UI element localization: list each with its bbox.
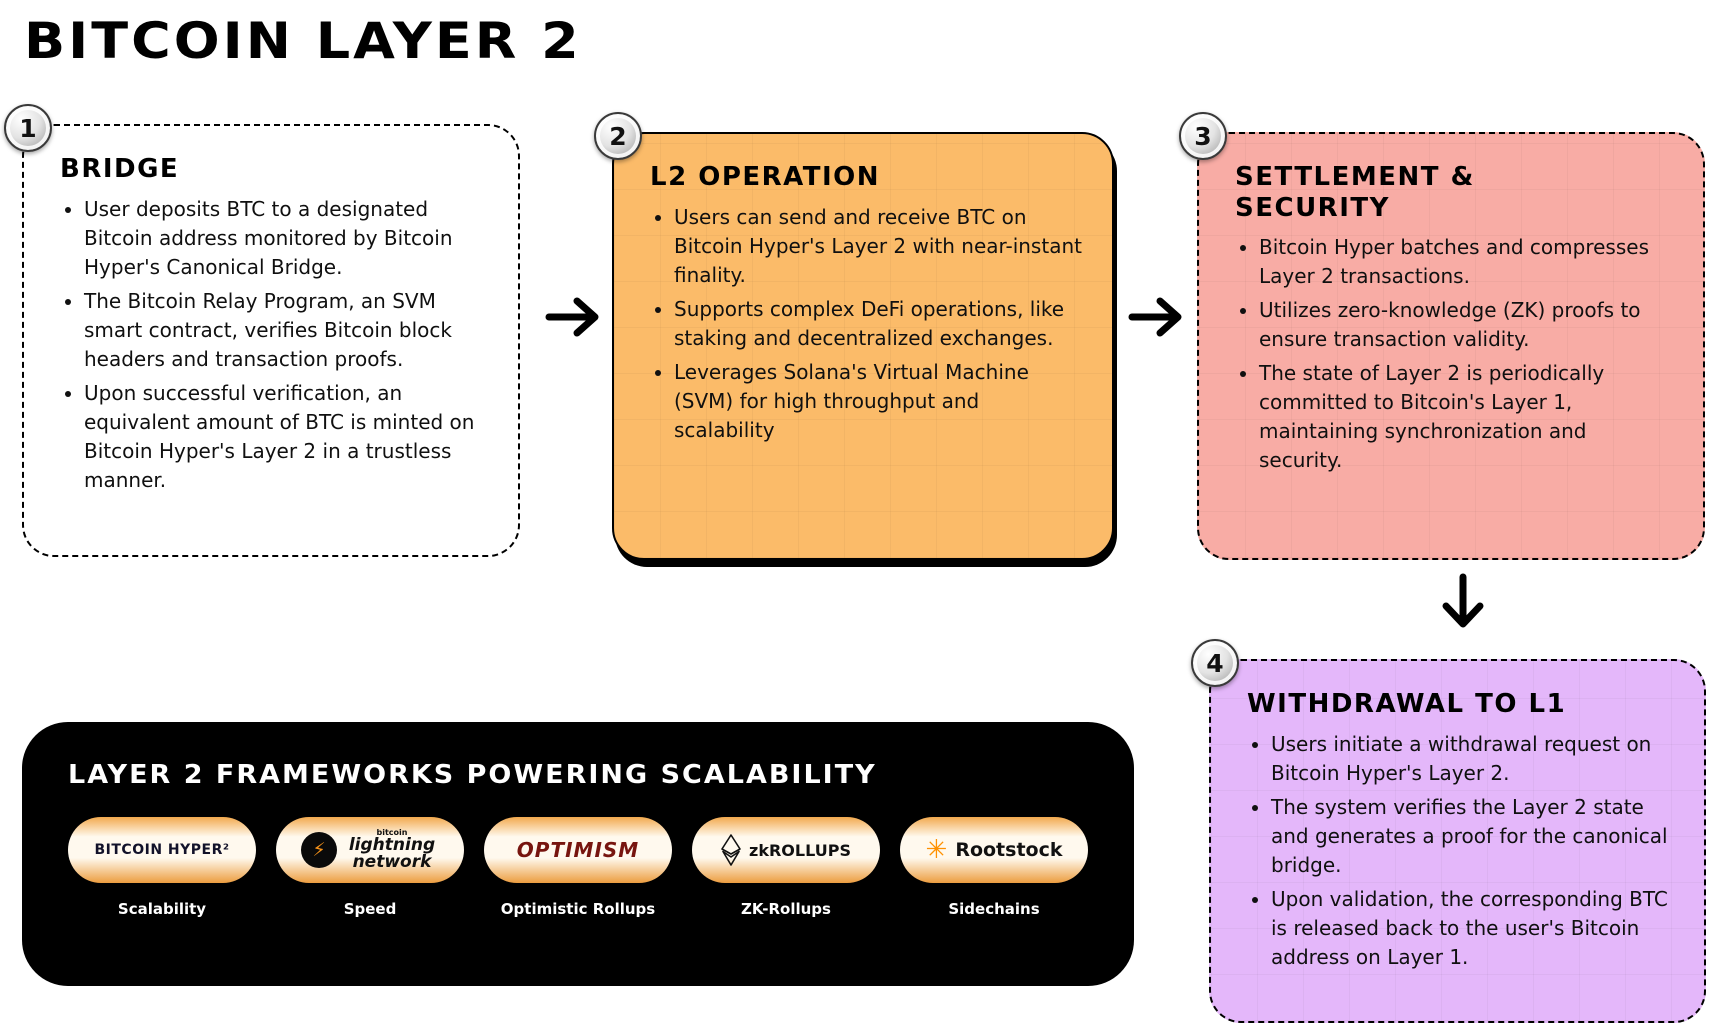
step-3-badge: 3 — [1179, 112, 1227, 160]
page-title: BITCOIN LAYER 2 — [24, 12, 582, 70]
optimism-logo: OPTIMISM — [484, 817, 672, 883]
step-2-badge: 2 — [594, 112, 642, 160]
framework-bitcoin-hyper: BITCOIN HYPER² Scalability — [68, 817, 256, 918]
framework-label: Speed — [343, 900, 397, 918]
zkrollups-logo: zkROLLUPS — [692, 817, 880, 883]
frameworks-panel: LAYER 2 FRAMEWORKS POWERING SCALABILITY … — [22, 722, 1134, 986]
rootstock-logo-text: Rootstock — [955, 839, 1063, 861]
arrow-right-icon — [545, 297, 599, 337]
bullet: User deposits BTC to a designated Bitcoi… — [84, 195, 488, 282]
rootstock-icon: ✳ — [925, 835, 948, 865]
bullet: Bitcoin Hyper batches and compresses Lay… — [1259, 233, 1673, 291]
framework-zkrollups: zkROLLUPS ZK-Rollups — [692, 817, 880, 918]
card-l2-operation: 2 L2 OPERATION Users can send and receiv… — [594, 112, 1114, 560]
card-settlement-security: 3 SETTLEMENT & SECURITY Bitcoin Hyper ba… — [1179, 112, 1705, 560]
card-bridge: 1 BRIDGE User deposits BTC to a designat… — [4, 104, 520, 557]
bullet: The system verifies the Layer 2 state an… — [1271, 793, 1674, 880]
optimism-logo-text: OPTIMISM — [516, 838, 640, 862]
bullet: Supports complex DeFi operations, like s… — [674, 295, 1082, 353]
lightning-top-text: bitcoin — [376, 828, 408, 838]
framework-label: Sidechains — [948, 900, 1040, 918]
bullet: Users can send and receive BTC on Bitcoi… — [674, 203, 1082, 290]
bullet: Upon validation, the corresponding BTC i… — [1271, 885, 1674, 972]
card-l2-list: Users can send and receive BTC on Bitcoi… — [650, 203, 1082, 445]
framework-lightning-network: ⚡ bitcoin lightning network Speed — [276, 817, 464, 918]
arrow-down-icon — [1442, 573, 1484, 628]
framework-label: Scalability — [117, 900, 207, 918]
bullet: Leverages Solana's Virtual Machine (SVM)… — [674, 358, 1082, 445]
bitcoin-hyper-logo: BITCOIN HYPER² — [68, 817, 256, 883]
bullet: The Bitcoin Relay Program, an SVM smart … — [84, 287, 488, 374]
frameworks-logo-row: BITCOIN HYPER² Scalability ⚡ bitcoin lig… — [68, 817, 1088, 918]
card-withdrawal-list: Users initiate a withdrawal request on B… — [1247, 730, 1674, 972]
frameworks-title: LAYER 2 FRAMEWORKS POWERING SCALABILITY — [68, 760, 877, 790]
zkrollups-logo-text: zkROLLUPS — [749, 840, 851, 860]
card-settlement-title: SETTLEMENT & SECURITY — [1235, 162, 1475, 223]
card-bridge-list: User deposits BTC to a designated Bitcoi… — [60, 195, 488, 495]
framework-label: ZK-Rollups — [741, 900, 831, 918]
arrow-right-icon — [1128, 297, 1182, 337]
card-withdrawal-title: WITHDRAWAL TO L1 — [1247, 689, 1567, 719]
card-withdrawal-l1: 4 WITHDRAWAL TO L1 Users initiate a with… — [1191, 639, 1706, 1023]
lightning-bolt-icon: ⚡ — [301, 832, 337, 868]
card-settlement-list: Bitcoin Hyper batches and compresses Lay… — [1235, 233, 1673, 475]
bullet: The state of Layer 2 is periodically com… — [1259, 359, 1673, 475]
step-4-badge: 4 — [1191, 639, 1239, 687]
card-bridge-title: BRIDGE — [60, 154, 180, 184]
framework-rootstock: ✳ Rootstock Sidechains — [900, 817, 1088, 918]
bullet: Upon successful verification, an equival… — [84, 379, 488, 495]
card-l2-title: L2 OPERATION — [650, 162, 881, 192]
bullet: Users initiate a withdrawal request on B… — [1271, 730, 1674, 788]
bitcoin-hyper-logo-text: BITCOIN HYPER² — [94, 842, 230, 858]
rootstock-logo: ✳ Rootstock — [900, 817, 1088, 883]
lightning-logo-text: lightning network — [348, 835, 436, 872]
bullet: Utilizes zero-knowledge (ZK) proofs to e… — [1259, 296, 1673, 354]
framework-label: Optimistic Rollups — [500, 900, 656, 918]
framework-optimism: OPTIMISM Optimistic Rollups — [484, 817, 672, 918]
step-1-badge: 1 — [4, 104, 52, 152]
ethereum-diamond-icon — [721, 834, 741, 866]
lightning-network-logo: ⚡ bitcoin lightning network — [276, 817, 464, 883]
